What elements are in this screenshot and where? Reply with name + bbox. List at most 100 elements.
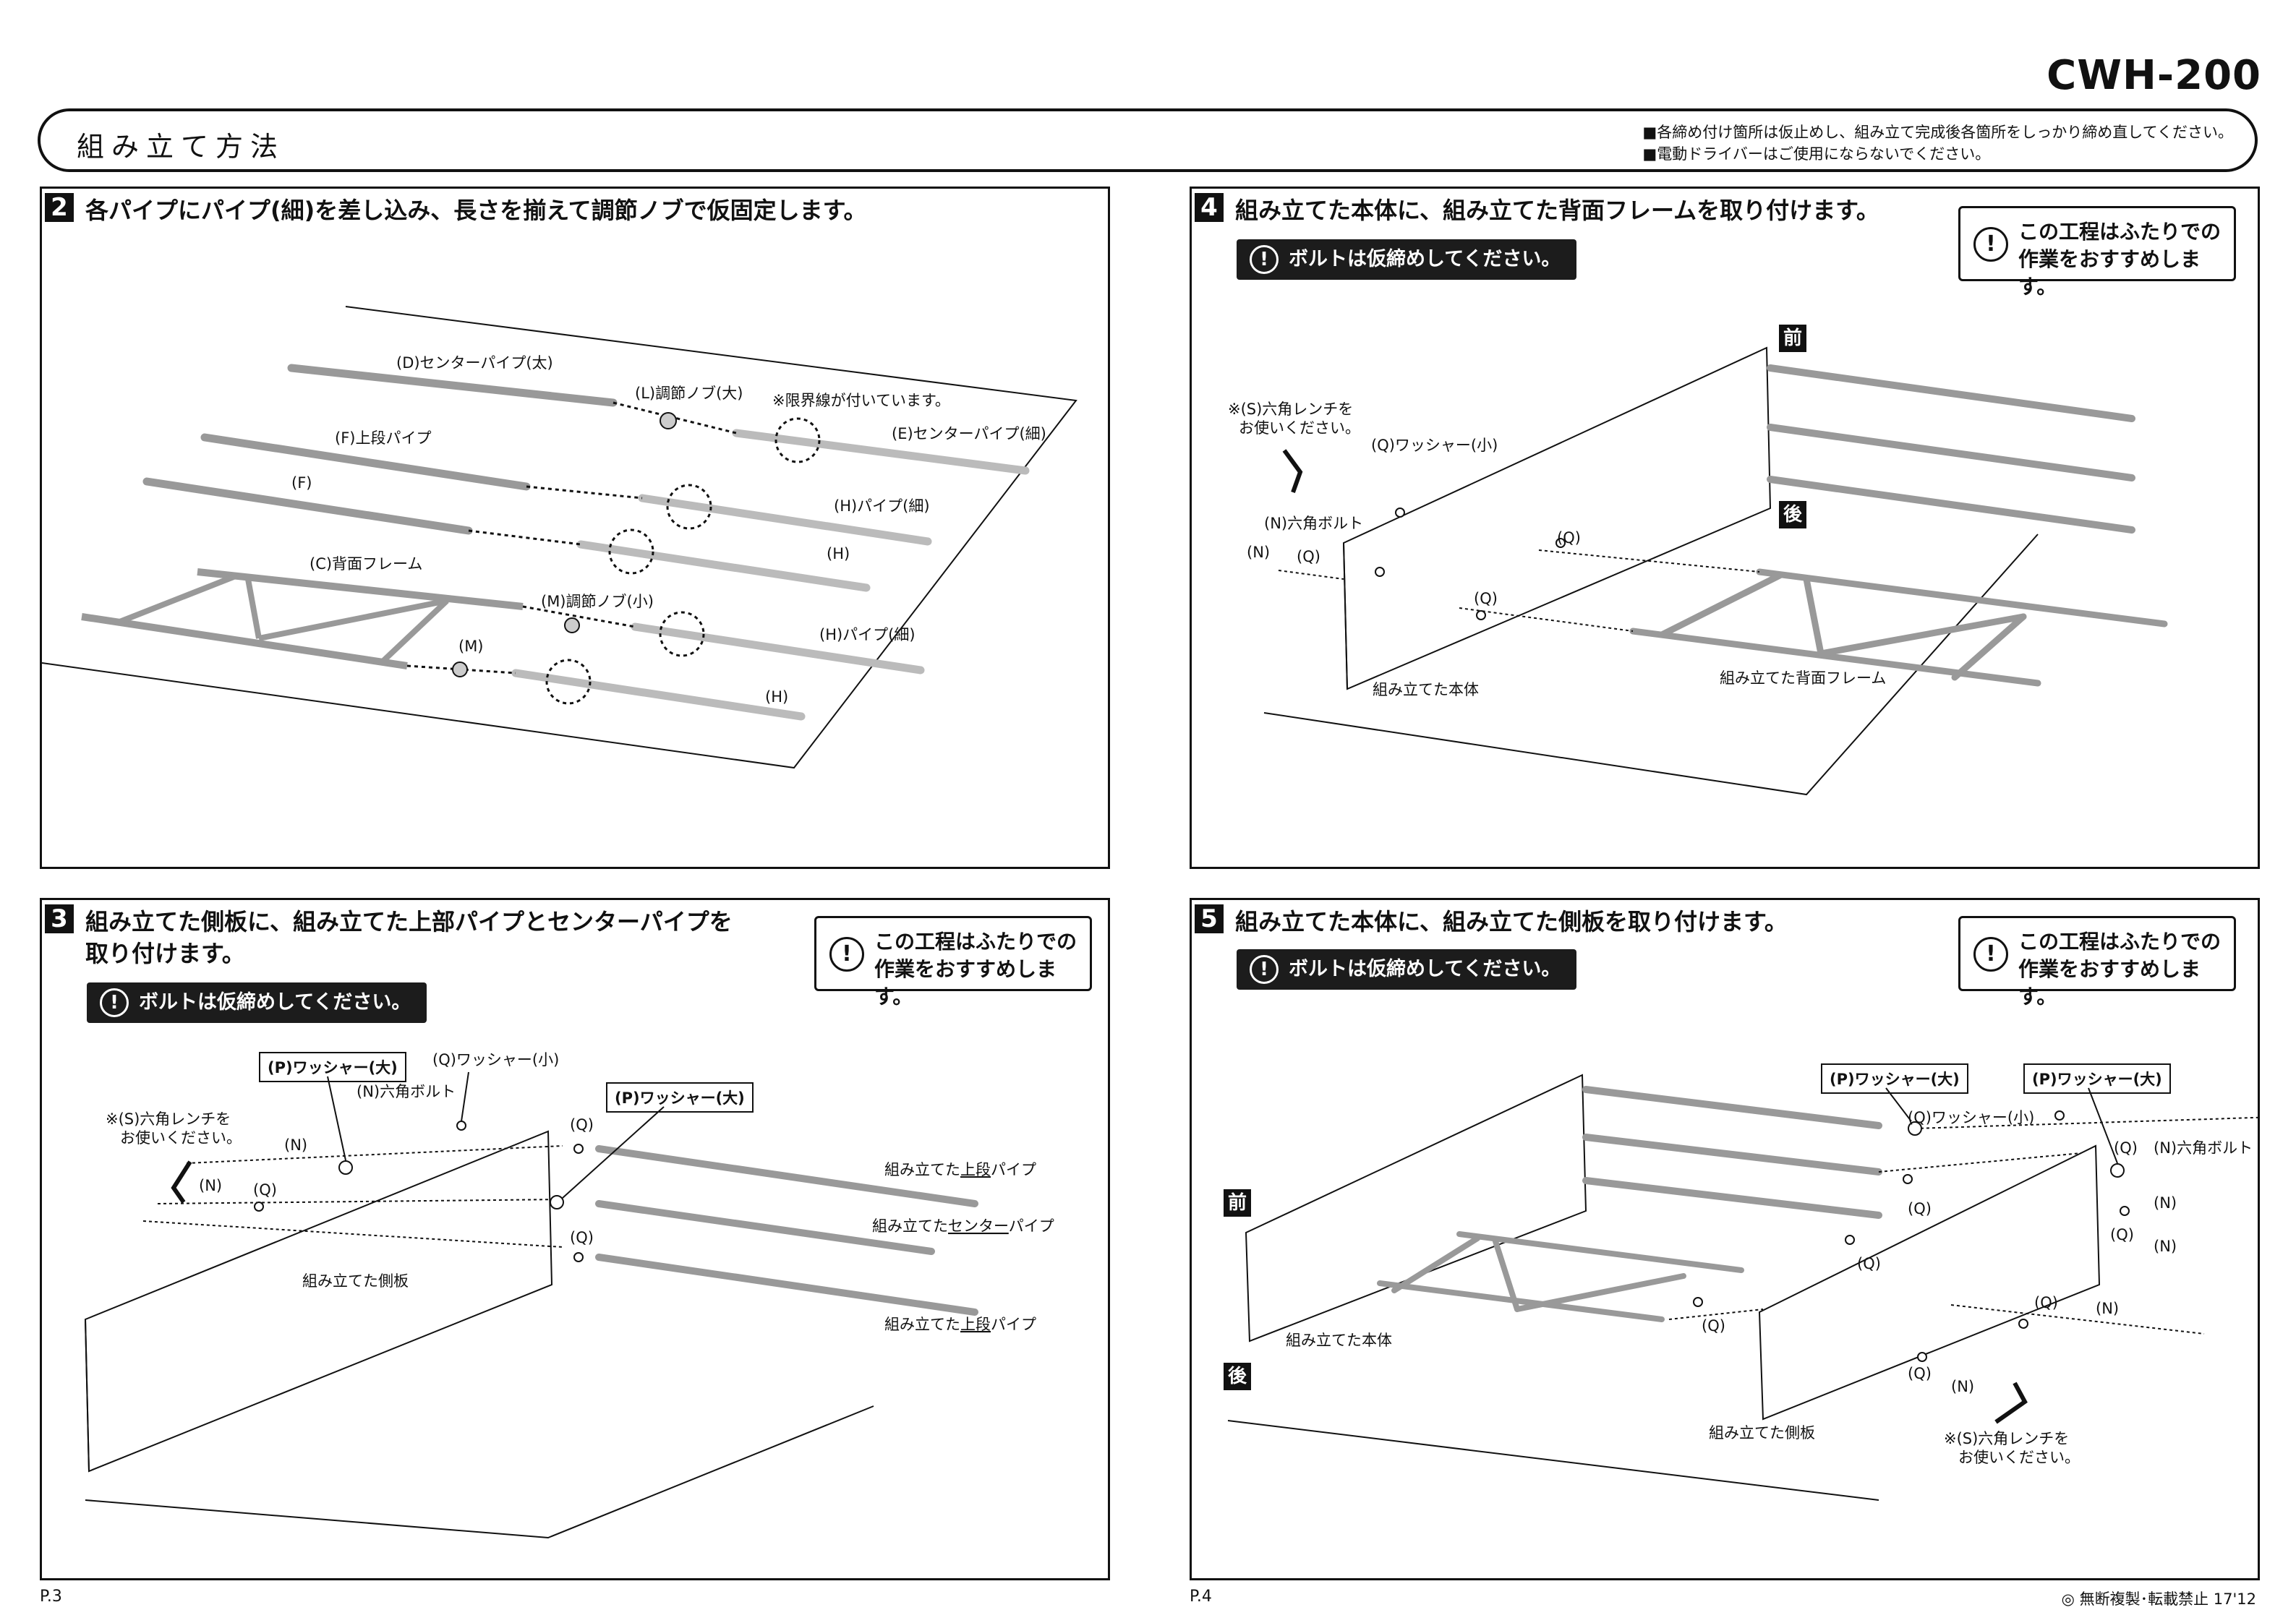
label-q-g: (Q) (1908, 1365, 1932, 1382)
leader-p1 (327, 1076, 346, 1161)
knob-m (452, 661, 468, 677)
step-5-illustration: (Q)ワッシャー(小) (Q) (N)六角ボルト (N) (Q) (Q) (N)… (1227, 1074, 2258, 1501)
label-upper-2: 組み立てた上段パイプ (884, 1316, 1036, 1333)
label-q2: (Q) (570, 1116, 594, 1134)
label-q3: (Q) (1474, 590, 1498, 607)
two-person-text: この工程はふたりでの 作業をおすすめします。 (874, 930, 1077, 1009)
two-person-note: ! この工程はふたりでの 作業をおすすめします。 (1958, 916, 2236, 1009)
step-title: 組み立てた側板に、組み立てた上部パイプとセンターパイプを 取り付けます。 (85, 908, 733, 967)
label-n-b: (N) (2154, 1238, 2177, 1255)
label-body: 組み立てた本体 (1373, 681, 1479, 698)
step-number: 2 (45, 193, 74, 222)
pipe-f-upper (200, 433, 531, 491)
floor-outline (1263, 534, 2039, 796)
hex-wrench-icon (1994, 1382, 2028, 1424)
limit-circle-h1 (666, 484, 712, 530)
model-number: CWH-200 (2047, 52, 2261, 99)
pipe-center (595, 1200, 935, 1255)
back-tag: 後 (1779, 501, 1806, 528)
exclamation-icon: ! (1250, 245, 1279, 274)
limit-circle-e (774, 417, 821, 463)
step-4-illustration: ※(S)六角レンチを お使いください。 (Q)ワッシャー(小) (N)六角ボルト… (1228, 346, 2168, 796)
label-p-washer-2: (P)ワッシャー(大) (2023, 1063, 2171, 1094)
step-2-panel: 2 各パイプにパイプ(細)を差し込み、長さを揃えて調節ノブで仮固定します。 (40, 187, 1110, 869)
label-n-c: (N) (2096, 1300, 2119, 1317)
exclamation-icon: ! (1973, 937, 2008, 972)
label-n-bolt: (N)六角ボルト (1264, 515, 1363, 532)
label-h2: (H) (765, 688, 788, 706)
label-q1: (Q) (253, 1181, 277, 1199)
knob-m-small (564, 617, 580, 633)
label-q3: (Q) (570, 1229, 594, 1246)
label-q1: (Q) (1297, 548, 1320, 565)
step-5-panel: 5 組み立てた本体に、組み立てた側板を取り付けます。 ! ボルトは仮締めしてくだ… (1190, 898, 2260, 1580)
label-q2: (Q) (1557, 529, 1581, 547)
page-number-left: P.3 (40, 1588, 62, 1606)
label-l: (L)調節ノブ(大) (635, 385, 743, 402)
leader-q-small (461, 1071, 469, 1122)
label-side: 組み立てた側板 (302, 1272, 409, 1290)
step-title: 組み立てた本体に、組み立てた側板を取り付けます。 (1235, 908, 1788, 935)
step-number: 3 (45, 904, 74, 933)
pipe-h-thin1 (638, 494, 932, 546)
bolt-note-text: ボルトは仮締めしてください。 (139, 991, 411, 1014)
header-bar: 組み立て方法 ■各締め付け箇所は仮止めし、組み立て完成後各箇所をしっかり締め直し… (38, 108, 2258, 172)
pipe-e (732, 429, 1030, 475)
step-title: 組み立てた本体に、組み立てた背面フレームを取り付けます。 (1235, 197, 1879, 224)
two-person-note: ! この工程はふたりでの 作業をおすすめします。 (1958, 206, 2236, 299)
label-q-c: (Q) (2110, 1226, 2134, 1243)
label-d: (D)センターパイプ(太) (396, 354, 553, 372)
label-h-thin2: (H)パイプ(細) (819, 626, 916, 643)
page-number-right: P.4 (1190, 1588, 1212, 1606)
hex-wrench-icon (171, 1160, 192, 1204)
limit-circle-h2 (608, 528, 654, 575)
label-n1: (N) (284, 1136, 307, 1154)
label-n-bolt: (N)六角ボルト (2154, 1139, 2253, 1157)
pipe-front-lower (1767, 476, 2135, 534)
label-c: (C)背面フレーム (310, 555, 422, 573)
floor-outline (85, 1405, 874, 1539)
copyright-notice: ◎ 無断複製･転載禁止 17'12 (2061, 1590, 2256, 1608)
label-m: (M) (458, 638, 484, 655)
label-q-b: (Q) (1908, 1200, 1932, 1217)
label-body: 組み立てた本体 (1286, 1332, 1392, 1349)
bolt-note: ! ボルトは仮締めしてください。 (87, 982, 427, 1023)
label-limit: ※限界線が付いています。 (772, 392, 950, 409)
label-wrench2: お使いください。 (1958, 1449, 2080, 1466)
step-2-illustration: (D)センターパイプ(太) (L)調節ノブ(大) ※限界線が付いています。 (E… (42, 306, 1077, 769)
floor-outline (42, 306, 1077, 769)
label-p-washer-1: (P)ワッシャー(大) (259, 1052, 406, 1082)
pipe-f (142, 477, 473, 535)
step-3-illustration: (Q)ワッシャー(小) (N)六角ボルト ※(S)六角レンチを お使いください。… (84, 1051, 1054, 1539)
label-q-small: (Q)ワッシャー(小) (432, 1051, 559, 1069)
exclamation-icon: ! (100, 988, 129, 1017)
label-e: (E)センターパイプ(細) (892, 425, 1046, 442)
body-panel (1245, 1074, 1587, 1342)
exclamation-icon: ! (1973, 227, 2008, 262)
label-q-d: (Q) (1857, 1255, 1881, 1272)
label-q-f: (Q) (2034, 1294, 2058, 1311)
label-n-bolt: (N)六角ボルト (357, 1083, 456, 1100)
back-frame (1377, 1231, 1744, 1322)
label-h1: (H) (827, 545, 850, 562)
two-person-text: この工程はふたりでの 作業をおすすめします。 (2018, 930, 2222, 1009)
knob-l (660, 412, 677, 429)
label-wrench2: お使いください。 (120, 1129, 242, 1147)
label-wrench1: ※(S)六角レンチを (1944, 1430, 2069, 1447)
leader-p1 (1885, 1087, 1912, 1122)
bolt-note-text: ボルトは仮締めしてください。 (1289, 958, 1561, 980)
leader-p2 (562, 1106, 665, 1199)
front-tag: 前 (1779, 325, 1806, 352)
pipe-upper-1 (595, 1145, 978, 1207)
two-person-text: この工程はふたりでの 作業をおすすめします。 (2018, 220, 2222, 299)
bolt-note: ! ボルトは仮締めしてください。 (1237, 239, 1577, 280)
limit-circle-h3 (659, 611, 705, 657)
pipe-h-thin2 (631, 622, 925, 675)
pipe-front-center (1767, 424, 2135, 481)
label-wrench1: ※(S)六角レンチを (106, 1110, 231, 1128)
label-n2: (N) (199, 1177, 222, 1194)
note-driver: ■電動ドライバーはご使用にならないでください。 (1642, 145, 1991, 163)
label-n: (N) (1247, 544, 1270, 561)
exclamation-icon: ! (829, 937, 864, 972)
pipe-upper-2 (595, 1254, 978, 1316)
